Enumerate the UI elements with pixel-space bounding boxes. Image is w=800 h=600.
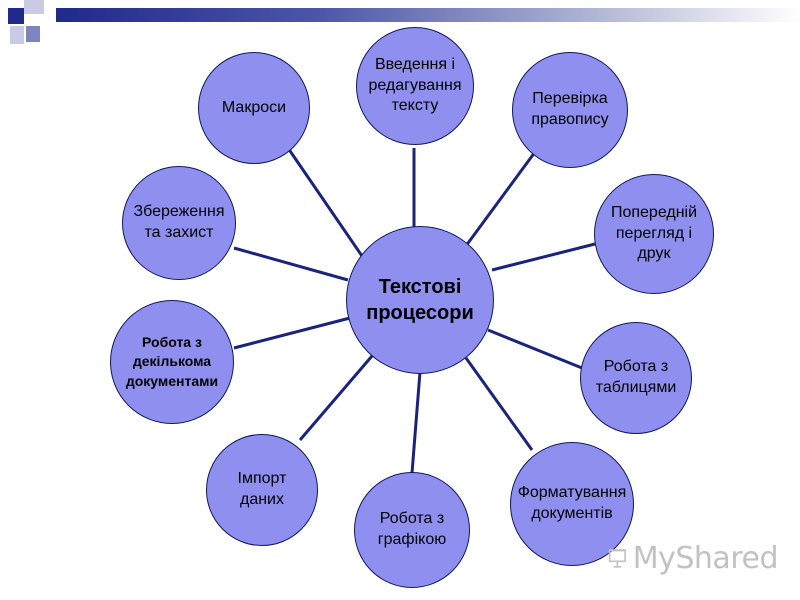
center-node: Текстові процесори: [346, 226, 494, 374]
node-multiple-documents: Робота з декількома документами: [110, 300, 234, 424]
connector-line: [286, 147, 364, 257]
node-label: Макроси: [221, 98, 287, 116]
node-label: Перевірка правопису: [531, 90, 609, 128]
node-text-input: Введення і редагування тексту: [356, 27, 474, 145]
watermark: MyShared: [608, 536, 779, 580]
node-label: Збереження та захист: [133, 203, 225, 241]
node-formatting: Форматування документів: [510, 442, 634, 566]
node-spell-check: Перевірка правопису: [512, 52, 628, 168]
node-macros: Макроси: [198, 52, 310, 164]
header-square-dark: [8, 8, 24, 24]
center-node-label: Текстові процесори: [366, 276, 474, 324]
header-square-light-2: [10, 26, 24, 44]
connector-line: [298, 355, 374, 441]
node-tables: Робота з таблицями: [580, 322, 692, 434]
node-label: Попередній перегляд і друк: [610, 203, 698, 263]
connector-line: [464, 357, 534, 451]
header-gradient-bar: [56, 8, 800, 22]
node-label: Форматування документів: [517, 484, 627, 522]
node-save-protect: Збереження та захист: [122, 166, 236, 280]
node-label: Робота з декількома документами: [125, 333, 219, 389]
header-decoration: [0, 0, 800, 48]
header-square-light: [24, 0, 44, 14]
presentation-board-icon: [608, 549, 626, 568]
node-label: Робота з таблицями: [595, 358, 677, 396]
connector-line: [233, 316, 351, 350]
node-label: Робота з графікою: [377, 510, 447, 548]
node-print-preview: Попередній перегляд і друк: [594, 174, 714, 294]
watermark-text: MyShared: [632, 540, 779, 576]
connector-line: [491, 242, 596, 272]
node-graphics: Робота з графікою: [354, 472, 470, 588]
node-label: Введення і редагування тексту: [368, 55, 462, 115]
header-square-mid: [26, 26, 40, 42]
connector-line: [487, 328, 583, 370]
node-label: Імпорт даних: [237, 470, 287, 508]
connector-line: [410, 371, 422, 474]
node-data-import: Імпорт даних: [206, 434, 318, 546]
connector-line: [458, 151, 537, 255]
connector-line: [233, 246, 349, 282]
